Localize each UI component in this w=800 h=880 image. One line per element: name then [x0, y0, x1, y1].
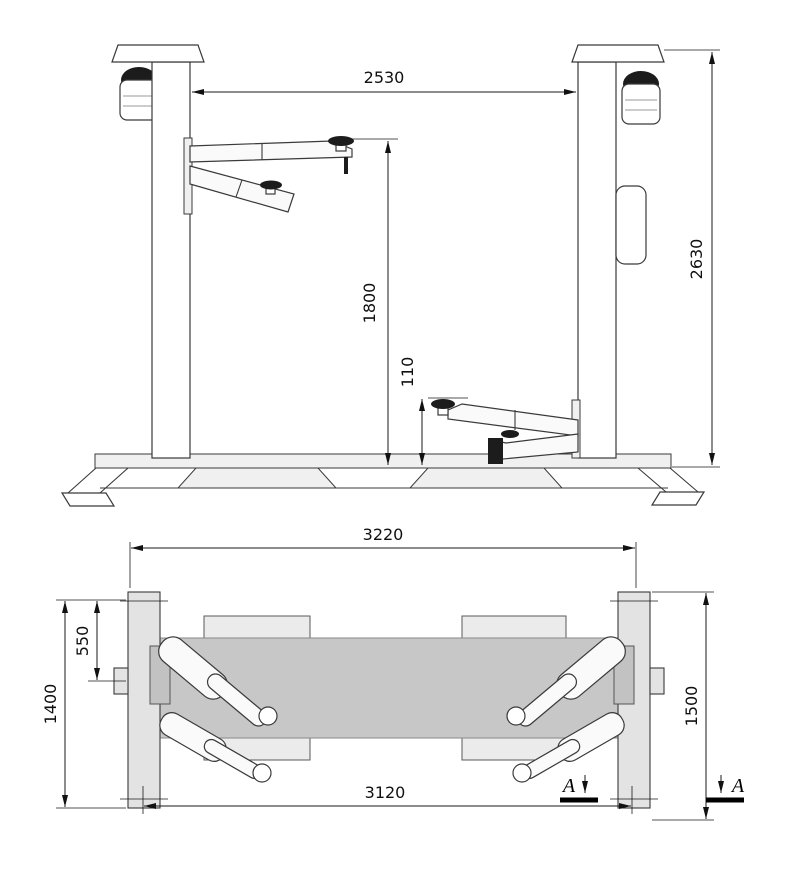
plan-view: 3220 550 1400 1500 3120 A	[41, 525, 745, 821]
right-column-post	[577, 61, 617, 459]
rubber-pad	[501, 430, 519, 438]
arm-telescope-joint	[235, 179, 243, 198]
left-swing-arms-raised	[189, 136, 354, 213]
section-letter: A	[561, 775, 576, 797]
section-letter: A	[730, 775, 745, 797]
swivel-pad	[252, 763, 272, 783]
dim-overall-height: 2630	[664, 49, 720, 468]
dim-lift-height-label: 1800	[360, 283, 379, 324]
left-column-post	[151, 61, 191, 459]
drive-on-ramp-right	[408, 467, 564, 489]
dim-min-pad-height: 110	[398, 357, 468, 465]
right-swing-arms-lowered	[431, 399, 579, 464]
dim-inner-depth-label: 1400	[41, 684, 60, 725]
rubber-pad	[431, 399, 455, 409]
drive-on-ramp-left	[176, 467, 338, 489]
floor-baseplate	[94, 453, 672, 469]
right-column	[571, 44, 665, 459]
dim-inner-depth: 1400	[41, 601, 126, 809]
arm-end-pin	[344, 157, 348, 174]
dim-overall-depth: 1500	[652, 591, 714, 821]
swivel-pad	[506, 706, 526, 726]
dim-anchor-spacing-label: 3120	[365, 783, 406, 802]
right-baseplate-tab	[649, 667, 665, 695]
right-foot-edge	[669, 467, 699, 493]
left-column	[111, 44, 205, 459]
left-lower-arm	[189, 165, 295, 213]
right-column-cap	[571, 44, 665, 63]
dim-between-columns-label: 2530	[364, 68, 405, 87]
left-foot-plate	[60, 492, 116, 507]
swivel-pad	[512, 763, 532, 783]
front-elevation-view: 2530 2630 1800 110	[60, 44, 720, 507]
left-foot-edge	[67, 467, 97, 494]
right-foot-edge	[637, 467, 667, 493]
dim-min-pad-height-label: 110	[398, 357, 417, 388]
dim-carriage-offset: 550	[56, 599, 126, 682]
section-marker-left: A	[560, 775, 598, 803]
dim-carriage-offset-label: 550	[73, 626, 92, 657]
dim-lift-height: 1800	[352, 138, 398, 465]
left-foot-edge	[99, 467, 129, 494]
rubber-pad	[328, 136, 354, 146]
right-foot-plate	[650, 491, 706, 506]
swivel-pad	[258, 706, 278, 726]
dim-overall-width: 3220	[129, 525, 637, 588]
section-marker-right: A	[706, 775, 745, 803]
right-arms-plan	[506, 636, 626, 783]
left-upper-arm	[189, 140, 353, 163]
arm-end-block	[488, 438, 503, 464]
dim-overall-depth-label: 1500	[682, 686, 701, 727]
dim-anchor-spacing: 3120	[144, 783, 631, 809]
rubber-pad	[260, 180, 282, 190]
dim-between-columns: 2530	[192, 68, 576, 95]
dim-overall-width-label: 3220	[363, 525, 404, 544]
left-arms-plan	[158, 636, 278, 783]
right-column-cover-panel	[615, 185, 647, 265]
right-motor-body	[621, 83, 661, 125]
dim-overall-height-label: 2630	[687, 239, 706, 280]
left-column-cap	[111, 44, 205, 63]
